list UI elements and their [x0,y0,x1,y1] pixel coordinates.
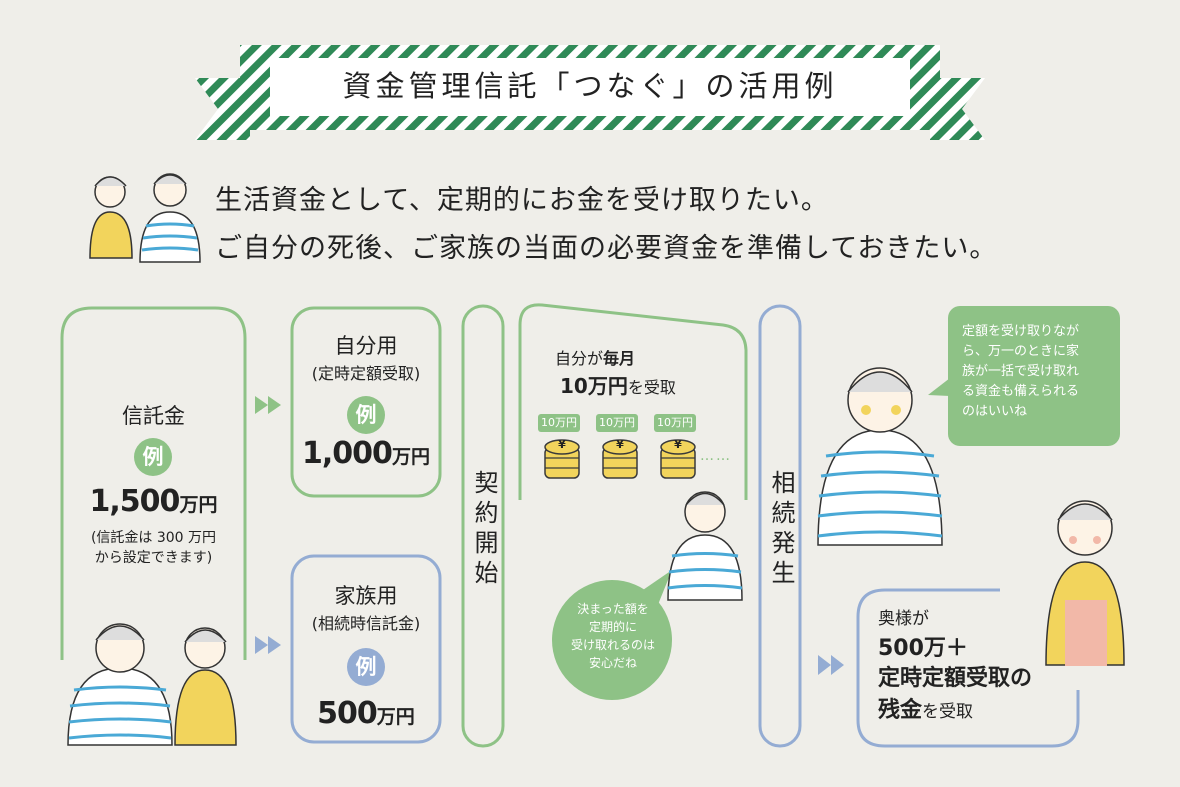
trust-label: 信託金 [122,404,185,428]
trust-note-2: から設定できます) [94,550,213,566]
wife-line-3: 定時定額受取の [878,666,1033,691]
wife-line-2: 500万＋ [878,636,968,661]
trust-example-badge: 例 [134,438,172,476]
coin-label-1: 10万円 [538,414,580,432]
self-amount: 1,000万円 [302,436,430,471]
self-example-badge: 例 [347,396,385,434]
trust-note-1: (信託金は 300 万円 [90,530,217,546]
arrow-to-wife [818,655,844,675]
self-label: 自分用 [334,334,398,358]
arrow-to-family [255,636,281,654]
contract-start-label: 契約開始 [470,470,498,590]
self-box-border [290,306,442,498]
trust-amount: 1,500万円 [89,484,218,519]
wife-line-4: 残金を受取 [878,698,974,723]
continuation-dots: …… [700,448,732,464]
speech-bubble-left-text: 決まった額を 定期的に 受け取れるのは 安心だね [570,602,655,670]
speech-bubble-left [552,570,672,700]
coin-stack-1 [544,439,580,479]
yen-icon-3: ¥ [674,438,682,451]
yen-icon-2: ¥ [616,438,624,451]
man-illustration-middle [667,491,743,601]
family-example-badge: 例 [347,648,385,686]
speech-bubble-right [928,306,1120,446]
inheritance-label: 相続発生 [767,470,795,590]
coin-stack-2 [602,439,638,479]
arrow-to-self [255,396,281,414]
family-sub: (相続時信託金) [311,614,421,633]
inheritance-column [758,304,802,748]
couple-illustration-top [89,173,201,263]
receive-line-1: 自分が毎月 [555,349,636,368]
family-box-border [290,554,442,744]
couple-illustration-bottom [67,623,237,746]
yen-icon-1: ¥ [558,438,566,451]
family-amount: 500万円 [317,696,415,731]
speech-bubble-right-text: 定額を受け取りなが ら、万一のときに家 族が一括で受け取れ る資金も備えられる … [962,324,1080,419]
woman-illustration-right [1045,500,1125,666]
wife-box-border [856,588,1080,748]
page-title: 資金管理信託「つなぐ」の活用例 [342,69,838,103]
coin-label-2: 10万円 [596,414,638,432]
family-label: 家族用 [334,584,398,608]
intro-line-2: ご自分の死後、ご家族の当面の必要資金を準備しておきたい。 [215,233,998,264]
wife-line-1: 奥様が [878,609,929,629]
coin-stack-3 [660,439,696,479]
intro-line-1: 生活資金として、定期的にお金を受け取りたい。 [215,185,829,216]
receive-box-border [518,303,748,500]
self-sub: (定時定額受取) [311,364,421,383]
receive-line-2: 10万円を受取 [560,374,676,398]
coin-label-3: 10万円 [654,414,696,432]
title-ribbon [195,45,985,140]
trust-box-border [60,306,247,660]
man-illustration-right [817,367,943,546]
contract-start-column [461,304,505,748]
